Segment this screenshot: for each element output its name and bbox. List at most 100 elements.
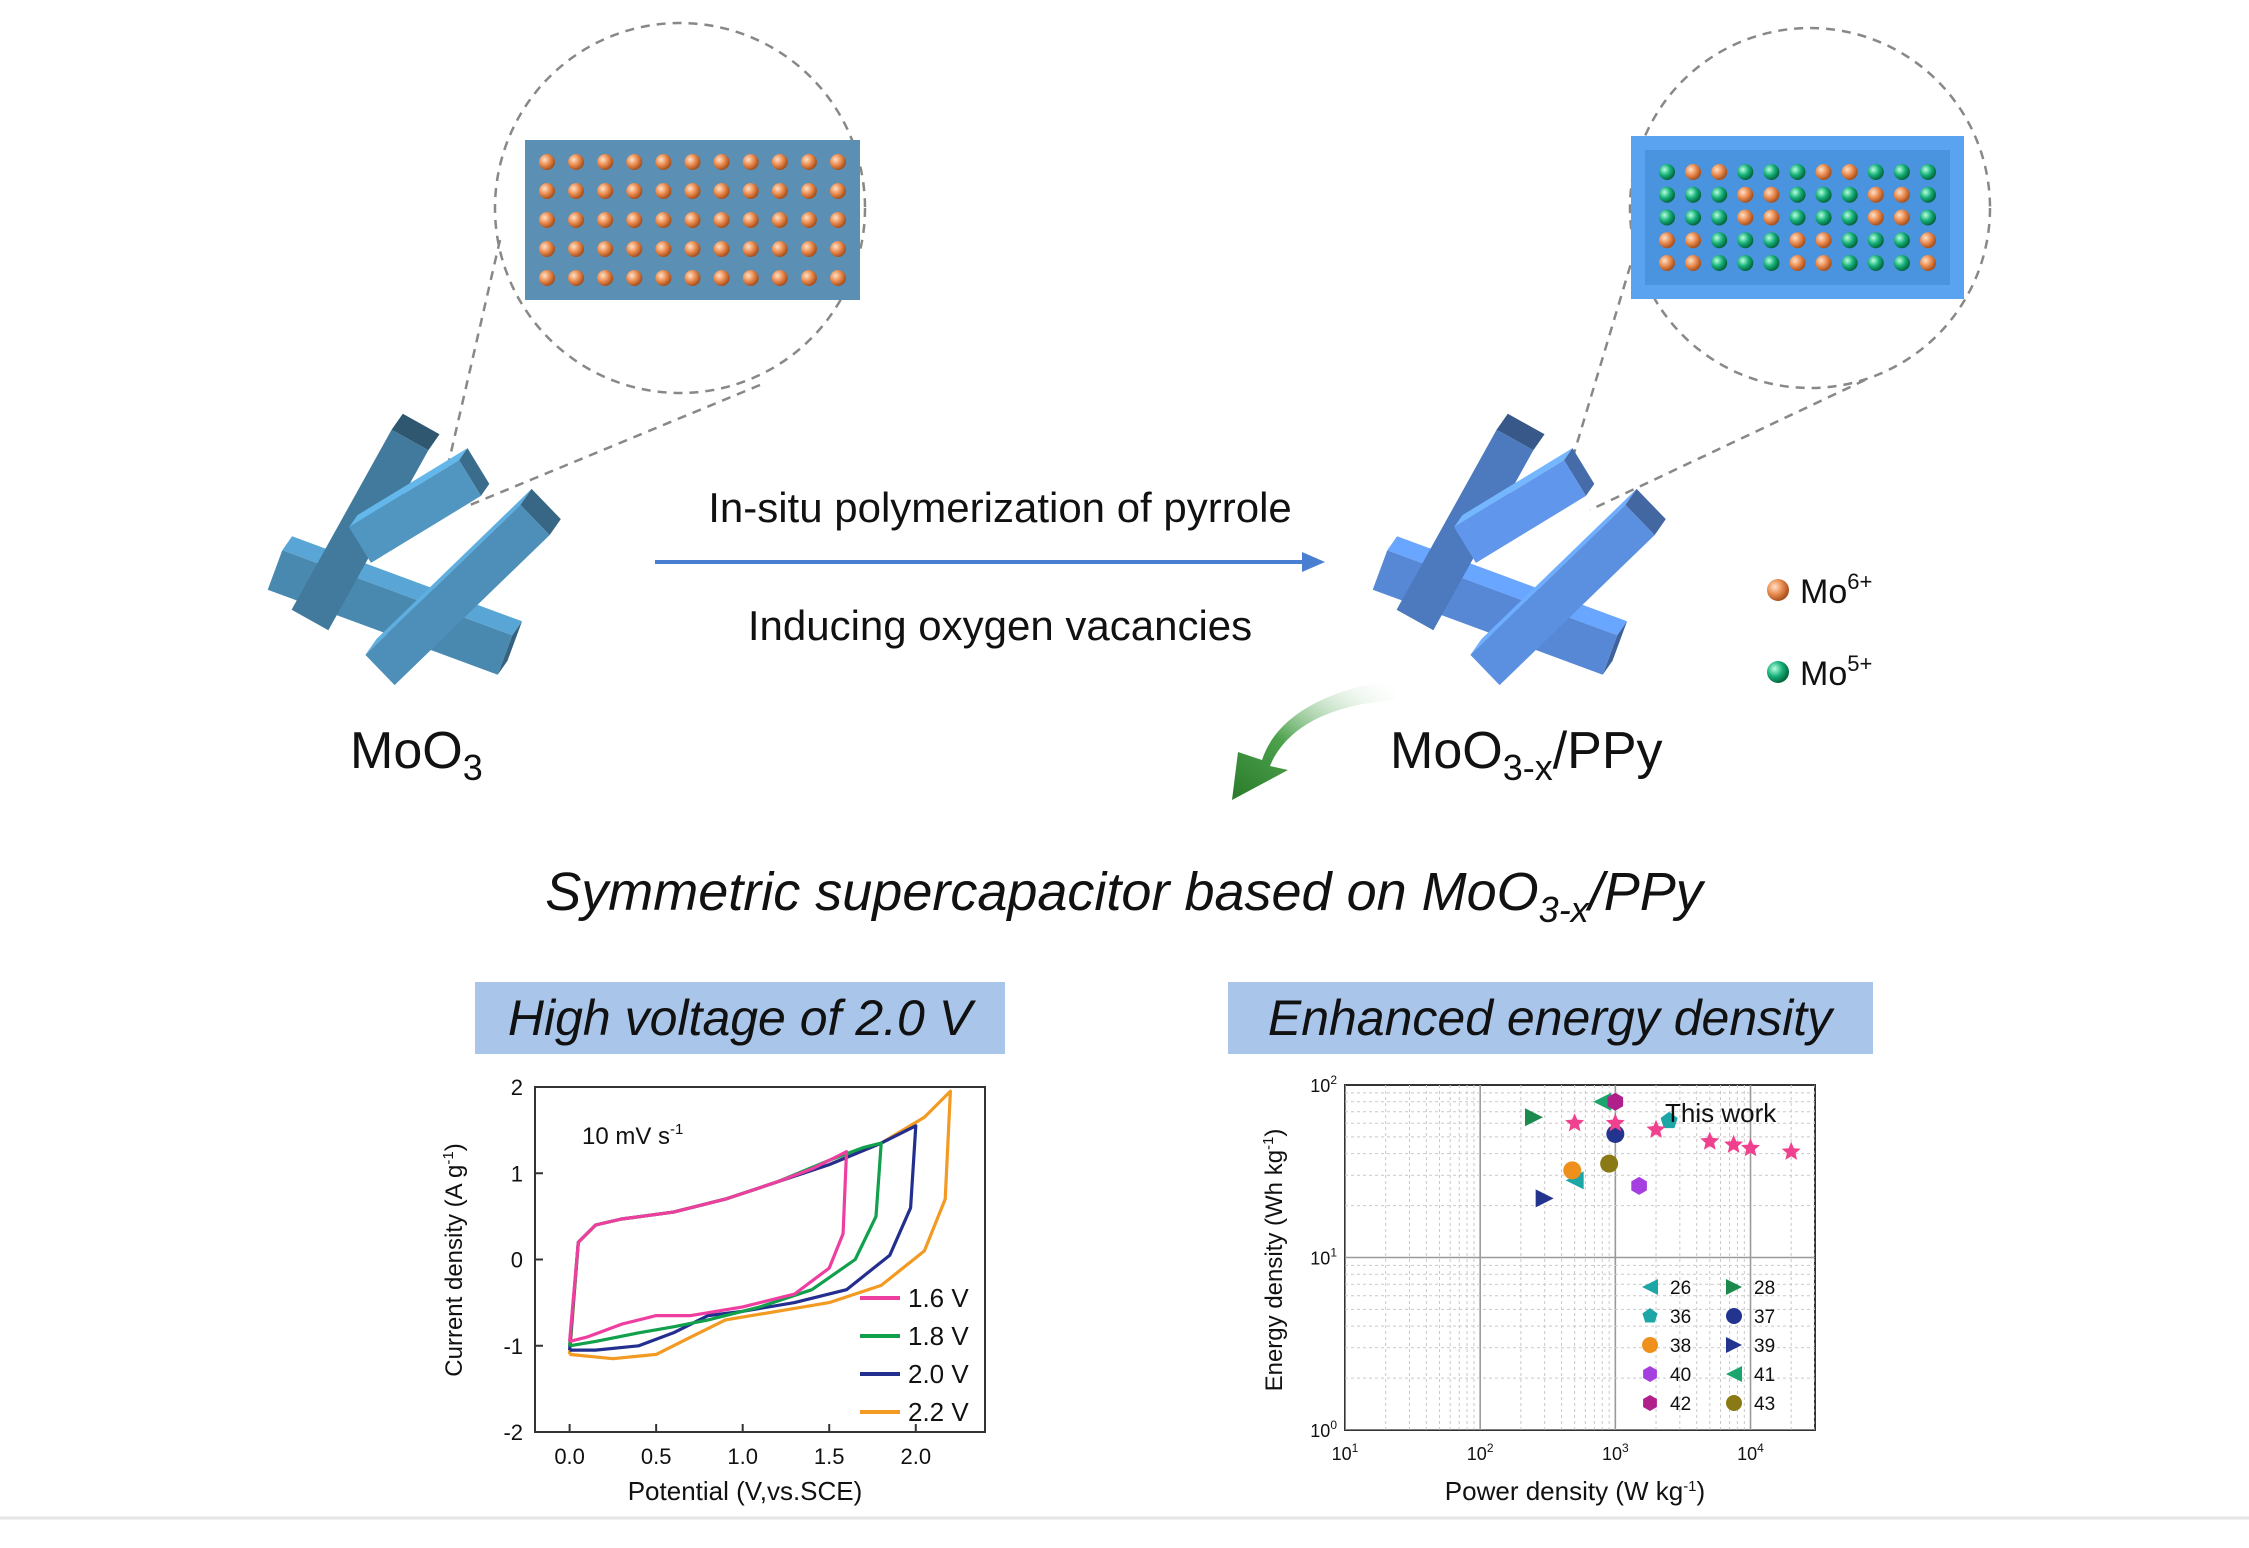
cv-legend-label: 2.0 V [908, 1359, 969, 1389]
ragone-legend-label: 37 [1754, 1307, 1775, 1328]
ion-legend: Mo6+ Mo5+ [1767, 569, 1872, 693]
cv-x-tick-label: 1.0 [727, 1444, 758, 1469]
ragone-legend-label: 42 [1670, 1394, 1691, 1415]
cv-x-tick-label: 0.5 [641, 1444, 672, 1469]
rod-end-face [1625, 488, 1666, 536]
mo-ion [1867, 232, 1884, 249]
mo-ion [713, 183, 730, 199]
ragone-legend-marker [1726, 1308, 1742, 1324]
mo-ion [1763, 209, 1780, 226]
ragone-point-ref-36 [1660, 1111, 1678, 1129]
cv-y-tick-label: 2 [511, 1075, 523, 1100]
mo-ion [1711, 164, 1728, 180]
arrow-top-label: In-situ polymerization of pyrrole [708, 484, 1292, 531]
mo-ion [684, 241, 701, 257]
ragone-legend-label: 26 [1670, 1278, 1691, 1299]
mo5-legend-marker [1767, 661, 1789, 683]
ragone-legend-marker [1726, 1337, 1742, 1353]
mo-ion [597, 241, 614, 257]
ragone-x-tick-label: 104 [1737, 1441, 1764, 1464]
mo-ion [800, 241, 817, 257]
panel-label-right: Enhanced energy density [1268, 990, 1835, 1046]
ragone-point-ref-28 [1524, 1108, 1543, 1127]
mo-ion [1920, 255, 1936, 271]
mo-ion [1789, 255, 1806, 271]
mo-ion [1867, 209, 1884, 226]
cv-y-axis-label: Current density (A g-1) [440, 1143, 468, 1376]
mo-ion [830, 270, 846, 286]
rod-front-face [349, 460, 481, 563]
mo-ion [1711, 232, 1728, 249]
mo-ion [713, 154, 730, 170]
mo-ion [1893, 186, 1910, 203]
ragone-point-ref-43 [1600, 1154, 1619, 1173]
ragone-point-ref-39 [1535, 1189, 1554, 1208]
mo-ion [771, 154, 788, 170]
mo-ion [1763, 164, 1780, 180]
ragone-y-tick-label: 101 [1310, 1246, 1337, 1269]
ragone-point-ref-42 [1607, 1092, 1624, 1111]
mo-ion [1763, 232, 1780, 249]
rod-end-face [391, 413, 440, 451]
ragone-legend-label: 43 [1754, 1394, 1775, 1415]
mo-ion [1737, 255, 1754, 271]
cv-x-tick-label: 0.0 [554, 1444, 585, 1469]
mo-ion [568, 212, 585, 228]
mo-ion [1659, 232, 1675, 249]
mo-ion [1711, 186, 1728, 203]
panel-label-left: High voltage of 2.0 V [508, 990, 977, 1046]
mo-ion [597, 270, 614, 286]
ragone-point-this-work [1741, 1138, 1760, 1157]
mo6-legend-label: Mo6+ [1800, 569, 1872, 611]
ragone-y-tick-label: 102 [1310, 1073, 1337, 1096]
arrow-bottom-label: Inducing oxygen vacancies [748, 602, 1252, 649]
mo-ion [1685, 232, 1702, 249]
mo-ion [1920, 186, 1936, 203]
zoom-callout-left [438, 21, 867, 507]
mo-ion [655, 270, 672, 286]
ragone-x-tick-label: 103 [1602, 1441, 1629, 1464]
mo-ion [1789, 209, 1806, 226]
mo-ion [539, 212, 555, 228]
ragone-legend-label: 40 [1670, 1365, 1691, 1386]
cv-legend-label: 1.8 V [908, 1321, 969, 1351]
rod-end-face [497, 621, 523, 675]
this-work-label: This work [1665, 1098, 1777, 1128]
mo-ion [1867, 164, 1884, 180]
mo-ion [1841, 255, 1858, 271]
mo-ion [1737, 186, 1754, 203]
mo-ion [771, 241, 788, 257]
mo-ion [684, 212, 701, 228]
ragone-legend-marker [1726, 1366, 1742, 1382]
mo-ion [1815, 209, 1832, 226]
ragone-point-this-work [1565, 1113, 1585, 1132]
mo-ion [1763, 255, 1780, 271]
mo-ion [1685, 209, 1702, 226]
mo-ion [771, 183, 788, 199]
zoom-callout-right [1558, 26, 1992, 512]
mo-ion [684, 270, 701, 286]
mo-ion [1920, 232, 1936, 249]
mo-ion [655, 241, 672, 257]
ragone-point-this-work [1605, 1113, 1625, 1132]
mo-ion [742, 154, 759, 170]
mo-ion [830, 154, 846, 170]
mo-ion [1815, 255, 1832, 271]
mo-ion [1737, 209, 1754, 226]
mo-ion [539, 241, 555, 257]
mo-ion [597, 212, 614, 228]
mo-ion [800, 212, 817, 228]
rod-end-face [459, 448, 490, 496]
rod-front-face [1470, 504, 1655, 686]
mo-ion [1893, 232, 1910, 249]
mo-ion [1815, 232, 1832, 249]
ragone-point-this-work [1646, 1119, 1666, 1138]
ragone-legend-marker [1642, 1337, 1658, 1353]
mo-ion [1789, 232, 1806, 249]
mo-ion [568, 270, 585, 286]
cv-x-tick-label: 1.5 [814, 1444, 845, 1469]
mo-ion [830, 241, 846, 257]
ragone-y-axis-label: Energy density (Wh kg-1) [1260, 1129, 1288, 1392]
ragone-x-tick-label: 101 [1332, 1441, 1359, 1464]
